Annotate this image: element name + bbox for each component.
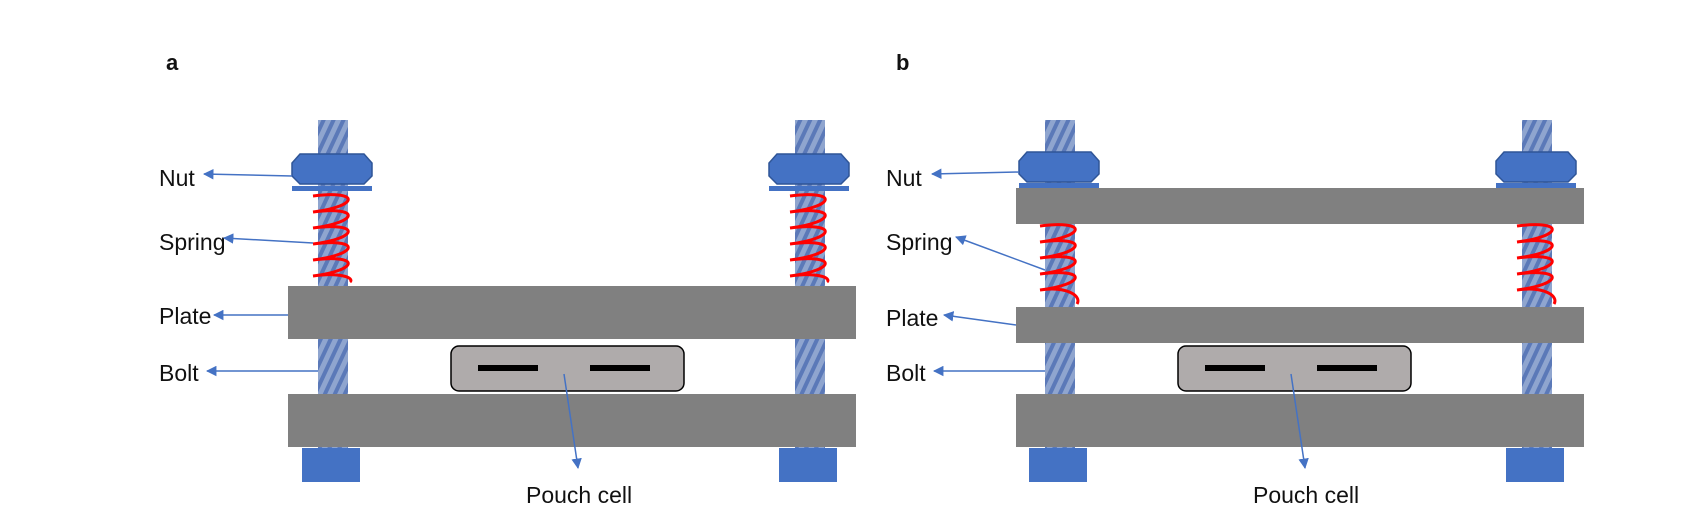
panel-a-cell-arrow xyxy=(563,373,582,470)
panel-a-spring-label: Spring xyxy=(159,229,225,255)
panel-b-left-nut xyxy=(1018,151,1100,183)
panel-a-left-nut xyxy=(291,153,373,185)
panel-a-nut-label: Nut xyxy=(159,165,195,191)
panel-b-pouch-cell xyxy=(1177,345,1412,392)
panel-b-upper-plate xyxy=(1016,188,1584,224)
panel-b-cell-tab-left xyxy=(1205,365,1265,371)
panel-b: b Nut Spring Plate Bolt Pouch cell xyxy=(886,50,1584,508)
panel-a-cell-tab-left xyxy=(478,365,538,371)
panel-a-bottom-plate xyxy=(288,394,856,447)
panel-b-right-base-block xyxy=(1506,448,1564,482)
panel-b-right-washer xyxy=(1496,183,1576,188)
panel-a-spring-arrow xyxy=(222,233,314,244)
panel-a-right-washer xyxy=(769,186,849,191)
panel-b-cell-tab-right xyxy=(1317,365,1377,371)
panel-b-cell-arrow xyxy=(1290,373,1309,470)
panel-a-left-base-block xyxy=(302,448,360,482)
panel-a: a Nut Spring Plate Bolt Pouch cell xyxy=(159,50,856,508)
panel-b-bolt-label: Bolt xyxy=(886,360,926,386)
panel-b-nut-label: Nut xyxy=(886,165,922,191)
panel-b-plate-arrow xyxy=(942,311,1017,326)
panel-a-right-base-block xyxy=(779,448,837,482)
panel-a-right-nut xyxy=(768,153,850,185)
panel-a-nut-arrow xyxy=(202,168,293,180)
panel-a-cell-label: Pouch cell xyxy=(526,482,632,508)
panel-b-spring-arrow xyxy=(955,235,1046,271)
panel-b-left-washer xyxy=(1019,183,1099,188)
panel-a-pouch-cell xyxy=(450,345,685,392)
panel-a-letter: a xyxy=(166,50,179,75)
panel-b-left-spring xyxy=(1039,223,1080,305)
panel-a-right-spring xyxy=(789,193,830,284)
panel-a-top-plate xyxy=(288,286,856,339)
panel-b-letter: b xyxy=(896,50,909,75)
panel-a-bolt-label: Bolt xyxy=(159,360,199,386)
panel-b-cell-label: Pouch cell xyxy=(1253,482,1359,508)
panel-b-middle-plate xyxy=(1016,307,1584,343)
panel-a-plate-label: Plate xyxy=(159,303,211,329)
panel-b-nut-arrow xyxy=(930,168,1020,180)
panel-b-right-spring xyxy=(1516,223,1557,305)
panel-a-left-washer xyxy=(292,186,372,191)
panel-b-left-base-block xyxy=(1029,448,1087,482)
panel-a-left-spring xyxy=(312,193,353,284)
panel-b-plate-label: Plate xyxy=(886,305,938,331)
panel-b-right-nut xyxy=(1495,151,1577,183)
panel-a-cell-tab-right xyxy=(590,365,650,371)
panel-b-spring-label: Spring xyxy=(886,229,952,255)
